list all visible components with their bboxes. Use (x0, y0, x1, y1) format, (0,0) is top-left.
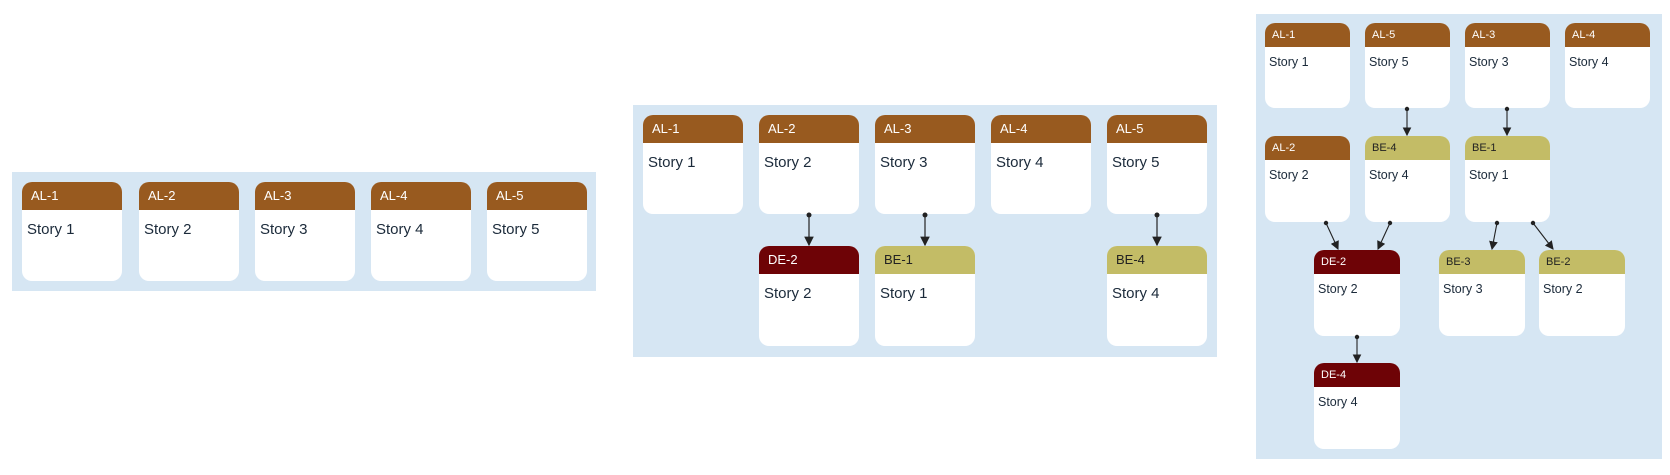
card-story: Story 4 (1112, 285, 1160, 302)
card-story: Story 5 (1112, 154, 1160, 171)
story-card[interactable]: BE-4 Story 4 (1365, 136, 1450, 222)
edge-al3-be1 (1502, 106, 1512, 137)
edge-be1-be3 (1489, 220, 1500, 251)
story-card[interactable]: AL-3 Story 3 (255, 182, 355, 281)
card-id: DE-4 (1314, 363, 1400, 387)
story-card[interactable]: AL-4 Story 4 (1565, 23, 1650, 108)
card-id: AL-3 (1465, 23, 1550, 47)
edge-al2-de2 (1323, 220, 1339, 250)
card-id: AL-4 (371, 182, 471, 210)
story-card[interactable]: AL-1 Story 1 (22, 182, 122, 281)
story-card[interactable]: AL-2 Story 2 (1265, 136, 1350, 222)
story-card[interactable]: DE-4 Story 4 (1314, 363, 1400, 449)
diagram-panel-3: AL-1 Story 1 AL-5 Story 5 AL-3 Story 3 A… (1256, 14, 1662, 459)
card-story: Story 4 (1569, 55, 1609, 69)
story-card[interactable]: BE-4 Story 4 (1107, 246, 1207, 346)
story-card[interactable]: AL-3 Story 3 (875, 115, 975, 214)
card-id: AL-3 (255, 182, 355, 210)
card-story: Story 5 (1369, 55, 1409, 69)
story-card[interactable]: AL-5 Story 5 (1365, 23, 1450, 108)
card-story: Story 5 (492, 221, 540, 238)
card-id: AL-2 (1265, 136, 1350, 160)
card-story: Story 2 (1543, 282, 1583, 296)
card-story: Story 4 (376, 221, 424, 238)
story-card[interactable]: AL-5 Story 5 (1107, 115, 1207, 214)
story-card[interactable]: BE-3 Story 3 (1439, 250, 1525, 336)
card-story: Story 2 (764, 154, 812, 171)
card-story: Story 3 (260, 221, 308, 238)
card-id: AL-5 (1107, 115, 1207, 143)
story-card[interactable]: AL-1 Story 1 (643, 115, 743, 214)
card-id: AL-1 (22, 182, 122, 210)
story-card[interactable]: AL-2 Story 2 (759, 115, 859, 214)
card-id: AL-1 (1265, 23, 1350, 47)
card-story: Story 4 (1369, 168, 1409, 182)
card-story: Story 1 (648, 154, 696, 171)
card-story: Story 1 (880, 285, 928, 302)
card-story: Story 1 (1269, 55, 1309, 69)
card-story: Story 2 (144, 221, 192, 238)
card-id: AL-4 (1565, 23, 1650, 47)
card-story: Story 2 (1318, 282, 1358, 296)
card-id: AL-5 (1365, 23, 1450, 47)
card-id: AL-5 (487, 182, 587, 210)
card-story: Story 4 (996, 154, 1044, 171)
story-card[interactable]: AL-4 Story 4 (991, 115, 1091, 214)
story-card[interactable]: AL-5 Story 5 (487, 182, 587, 281)
story-card[interactable]: DE-2 Story 2 (1314, 250, 1400, 336)
card-id: BE-2 (1539, 250, 1625, 274)
card-id: AL-3 (875, 115, 975, 143)
story-card[interactable]: BE-1 Story 1 (875, 246, 975, 346)
story-card[interactable]: AL-3 Story 3 (1465, 23, 1550, 108)
card-story: Story 3 (1443, 282, 1483, 296)
diagram-panel-1: AL-1 Story 1 AL-2 Story 2 AL-3 Story 3 A… (12, 172, 596, 291)
story-card[interactable]: BE-1 Story 1 (1465, 136, 1550, 222)
edge-al5-be4 (1402, 106, 1412, 137)
card-story: Story 1 (1469, 168, 1509, 182)
card-story: Story 4 (1318, 395, 1358, 409)
card-id: BE-1 (1465, 136, 1550, 160)
edge-al3-be1 (920, 212, 930, 247)
diagram-panel-2: AL-1 Story 1 AL-2 Story 2 AL-3 Story 3 A… (633, 105, 1217, 357)
card-id: AL-2 (139, 182, 239, 210)
card-id: BE-3 (1439, 250, 1525, 274)
card-story: Story 1 (27, 221, 75, 238)
card-id: AL-1 (643, 115, 743, 143)
story-card[interactable]: DE-2 Story 2 (759, 246, 859, 346)
card-story: Story 2 (1269, 168, 1309, 182)
card-id: BE-4 (1107, 246, 1207, 274)
story-card[interactable]: AL-1 Story 1 (1265, 23, 1350, 108)
card-story: Story 3 (880, 154, 928, 171)
edge-be4-de2 (1377, 220, 1393, 250)
card-story: Story 2 (764, 285, 812, 302)
card-id: AL-4 (991, 115, 1091, 143)
card-id: DE-2 (759, 246, 859, 274)
card-id: DE-2 (1314, 250, 1400, 274)
story-card[interactable]: BE-2 Story 2 (1539, 250, 1625, 336)
edge-be1-be2 (1530, 220, 1554, 250)
story-card[interactable]: AL-4 Story 4 (371, 182, 471, 281)
card-id: BE-1 (875, 246, 975, 274)
edge-de2-de4 (1352, 334, 1362, 364)
card-id: BE-4 (1365, 136, 1450, 160)
edge-al2-de2 (804, 212, 814, 247)
edge-al5-be4 (1152, 212, 1162, 247)
card-id: AL-2 (759, 115, 859, 143)
card-story: Story 3 (1469, 55, 1509, 69)
story-card[interactable]: AL-2 Story 2 (139, 182, 239, 281)
